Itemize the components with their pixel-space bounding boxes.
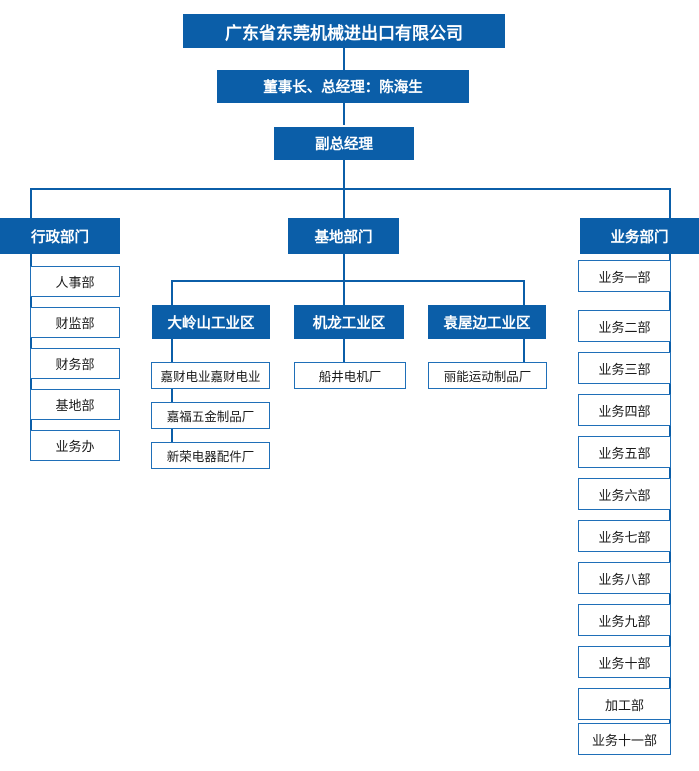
connector-jilong-to-factory: [343, 339, 345, 363]
connector-executive-to-vp: [343, 103, 345, 125]
node-admin-child-2[interactable]: 财务部: [30, 348, 120, 379]
node-business-child-3[interactable]: 业务四部: [578, 394, 671, 426]
node-department-admin[interactable]: 行政部门: [0, 218, 120, 254]
node-department-base[interactable]: 基地部门: [288, 218, 399, 254]
connector-zonebus-to-yuanwubian: [523, 280, 525, 305]
node-factory-daling-2[interactable]: 新荣电器配件厂: [151, 442, 270, 469]
node-business-child-7[interactable]: 业务八部: [578, 562, 671, 594]
node-business-child-2[interactable]: 业务三部: [578, 352, 671, 384]
connector-bus-to-business: [669, 188, 671, 218]
node-department-business[interactable]: 业务部门: [580, 218, 699, 254]
node-business-child-9[interactable]: 业务十部: [578, 646, 671, 678]
node-factory-jilong-0[interactable]: 船井电机厂: [294, 362, 406, 389]
connector-root-to-executive: [343, 48, 345, 70]
connector-base-to-zonebus: [343, 254, 345, 281]
connector-bus-to-admin: [30, 188, 32, 218]
node-admin-child-3[interactable]: 基地部: [30, 389, 120, 420]
node-admin-child-0[interactable]: 人事部: [30, 266, 120, 297]
node-zone-jilong[interactable]: 机龙工业区: [294, 305, 404, 339]
connector-daling-spine: [171, 339, 173, 461]
node-business-child-4[interactable]: 业务五部: [578, 436, 671, 468]
connector-yuanwubian-to-factory: [523, 339, 525, 363]
node-factory-daling-0[interactable]: 嘉财电业嘉财电业: [151, 362, 270, 389]
node-business-child-10[interactable]: 加工部: [578, 688, 671, 720]
node-root[interactable]: 广东省东莞机械进出口有限公司: [183, 14, 505, 48]
connector-department-bus: [30, 188, 671, 190]
connector-bus-to-base: [343, 188, 345, 218]
connector-zone-bus: [171, 280, 525, 282]
node-business-child-11[interactable]: 业务十一部: [578, 723, 671, 755]
connector-vp-to-bus: [343, 160, 345, 188]
connector-zonebus-to-jilong: [343, 280, 345, 305]
node-factory-yuanwubian-0[interactable]: 丽能运动制品厂: [428, 362, 547, 389]
node-admin-child-1[interactable]: 财监部: [30, 307, 120, 338]
node-executive[interactable]: 董事长、总经理：陈海生: [217, 70, 469, 103]
node-business-child-8[interactable]: 业务九部: [578, 604, 671, 636]
node-zone-yuanwubian[interactable]: 袁屋边工业区: [428, 305, 546, 339]
node-admin-child-4[interactable]: 业务办: [30, 430, 120, 461]
node-business-child-0[interactable]: 业务一部: [578, 260, 671, 292]
node-business-child-6[interactable]: 业务七部: [578, 520, 671, 552]
node-business-child-1[interactable]: 业务二部: [578, 310, 671, 342]
node-factory-daling-1[interactable]: 嘉福五金制品厂: [151, 402, 270, 429]
connector-zonebus-to-daling: [171, 280, 173, 305]
node-zone-daling[interactable]: 大岭山工业区: [152, 305, 270, 339]
node-business-child-5[interactable]: 业务六部: [578, 478, 671, 510]
node-vice-president[interactable]: 副总经理: [274, 127, 414, 160]
